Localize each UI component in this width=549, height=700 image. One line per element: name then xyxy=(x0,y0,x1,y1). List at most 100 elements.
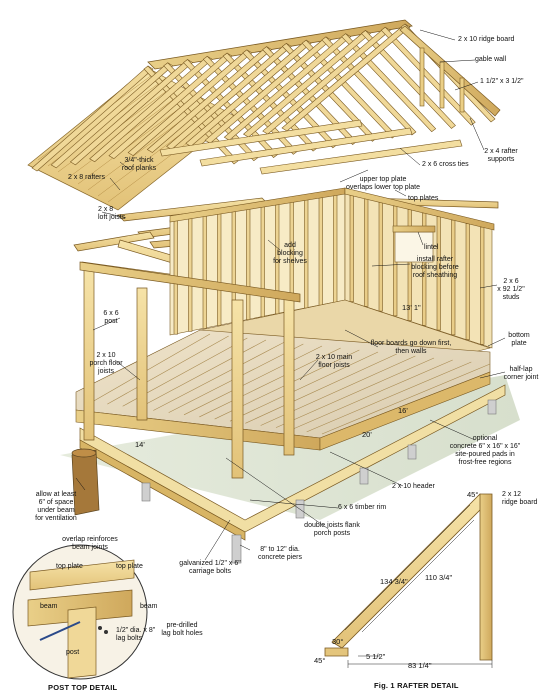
wall-stud xyxy=(349,194,354,302)
floor-joist xyxy=(275,357,435,428)
label-angle-45-top: 45° xyxy=(467,490,479,499)
rafter-left xyxy=(127,49,253,156)
label-roof-planks: 3/4"-thick roof planks xyxy=(121,157,157,172)
label-gable-wall: gable wall xyxy=(475,56,507,63)
ridge-board xyxy=(147,19,413,70)
rafter-left xyxy=(31,65,154,172)
label-double-joists: double joists flank porch posts xyxy=(304,522,360,537)
leader-lines xyxy=(75,29,506,561)
label-post: post xyxy=(66,649,80,656)
label-timber-rim: 6 x 6 timber rim xyxy=(338,504,387,511)
label-lintel: lintel xyxy=(424,244,439,251)
floor-joist xyxy=(245,353,397,424)
label-predrilled: pre-drilled lag bolt holes xyxy=(161,622,203,637)
floor-joist xyxy=(306,361,472,433)
back-wall xyxy=(169,187,346,336)
label-angle-30: 30° xyxy=(332,637,344,646)
label-dim-110-3-4: 110 3/4" xyxy=(425,573,453,582)
pier-post xyxy=(71,448,100,516)
rafter-left xyxy=(50,62,174,169)
wall-stud xyxy=(480,226,485,345)
label-optional-concrete: optional concrete 6" x 16" x 16" site-po… xyxy=(449,435,521,466)
side-wall xyxy=(344,187,495,349)
rafter-left xyxy=(281,23,411,132)
label-half-lap: half-lap corner joint xyxy=(503,366,539,381)
floor-joist xyxy=(321,363,491,435)
label-bottom-plate: bottom plate xyxy=(508,332,530,347)
caption-rafter-detail: Fig. 1 RAFTER DETAIL xyxy=(374,681,459,690)
gable-wall xyxy=(399,25,501,117)
label-dim-16: 16' xyxy=(398,406,408,415)
label-dim-13-1: 13' 1" xyxy=(402,303,421,312)
label-loft-joists: 2 x 8 loft joists xyxy=(98,206,126,221)
label-beam-left: beam xyxy=(40,603,58,610)
rafter-left xyxy=(223,33,352,141)
floor-joist xyxy=(183,345,323,416)
label-angle-45-bottom: 45° xyxy=(314,656,326,665)
label-header: 2 x 10 header xyxy=(392,483,435,490)
rafter-left xyxy=(108,52,233,160)
label-main-floor-joists: 2 x 10 main floor joists xyxy=(315,354,353,369)
wall-stud xyxy=(333,193,338,303)
floor-joist xyxy=(153,341,285,411)
label-beam-right: beam xyxy=(140,603,158,610)
rafter-left xyxy=(146,46,273,153)
label-cross-ties: 2 x 6 cross ties xyxy=(422,161,469,168)
label-floor-boards: floor boards go down first, then walls xyxy=(370,340,452,355)
rafter-detail-illustration xyxy=(324,493,493,661)
porch-posts xyxy=(79,261,301,479)
wall-stud xyxy=(188,216,193,332)
rafter-left xyxy=(262,26,391,135)
label-dim-83-1-4: 83 1/4" xyxy=(408,661,432,670)
wall-stud xyxy=(378,202,383,312)
label-overlap-reinforces: overlap reinforces beam joints xyxy=(62,536,118,551)
label-lumber-size: 1 1/2" x 3 1/2" xyxy=(480,78,524,85)
label-install-rafter-blocking: install rafter blocking before roof shea… xyxy=(411,256,459,279)
rafter-right xyxy=(361,30,456,129)
label-porch-floor-joists: 2 x 10 porch floor joists xyxy=(89,352,123,375)
label-dim-5-1-2: 5 1/2" xyxy=(366,652,386,661)
timber-rim xyxy=(79,384,506,541)
label-ridge-board-2x12: 2 x 12 ridge board xyxy=(502,491,538,506)
label-studs: 2 x 6 x 92 1/2" studs xyxy=(497,278,525,301)
label-dim-14: 14' xyxy=(135,440,145,449)
label-concrete-piers: 8" to 12" dia. concrete piers xyxy=(258,546,302,561)
label-allow-space: allow at least 6" of space under beam fo… xyxy=(35,491,77,522)
label-rafters: 2 x 8 rafters xyxy=(68,174,105,181)
wall-stud xyxy=(465,223,470,340)
post-top-detail-illustration xyxy=(12,544,148,680)
label-top-plate-right: top plate xyxy=(116,563,143,570)
floor-joist xyxy=(199,347,341,418)
floor-joist xyxy=(229,351,379,422)
wall-stud xyxy=(246,207,251,320)
rafter-dimension-lines xyxy=(344,504,493,668)
label-dim-20: 20' xyxy=(362,430,372,439)
label-top-plate-left: top plate xyxy=(56,563,83,570)
wall-stud xyxy=(260,205,265,318)
label-lag-bolts: 1/2" dia. x 8" lag bolts xyxy=(116,627,156,642)
floor-joist xyxy=(91,333,211,403)
label-top-plates: top plates xyxy=(408,195,439,202)
label-rafter-supports: 2 x 4 rafter supports xyxy=(484,148,518,163)
wall-stud xyxy=(364,198,369,307)
label-add-blocking: add blocking for shelves xyxy=(273,242,307,265)
rafter-left xyxy=(89,55,213,163)
label-upper-top-plate: upper top plate overlaps lower top plate xyxy=(346,176,420,191)
wall-stud xyxy=(202,214,207,329)
rafter-left xyxy=(69,59,194,166)
floor-joist xyxy=(107,335,229,405)
wall-stud xyxy=(217,212,222,326)
rafter-left xyxy=(243,30,371,138)
wall-stud xyxy=(318,195,323,306)
label-6x6-post: 6 x 6 post xyxy=(103,310,119,325)
floor-joist xyxy=(137,339,267,409)
roof-assembly xyxy=(27,19,501,211)
floor-joist xyxy=(291,359,453,431)
rafter-right xyxy=(380,26,476,126)
label-ridge-board: 2 x 10 ridge board xyxy=(458,36,515,43)
caption-post-top-detail: POST TOP DETAIL xyxy=(48,683,118,692)
label-dim-134-3-4: 134 3/4" xyxy=(380,577,408,586)
label-carriage-bolts: galvanized 1/2" x 6" carriage bolts xyxy=(179,560,241,575)
